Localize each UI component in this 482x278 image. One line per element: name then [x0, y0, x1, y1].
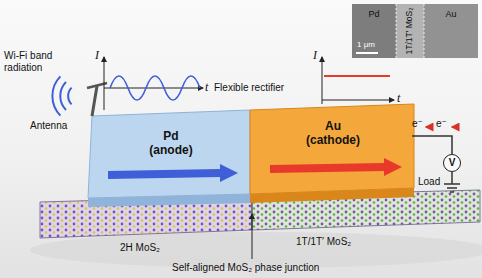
scale-label: 1 μm	[357, 40, 375, 50]
antenna-label: Antenna	[30, 120, 67, 132]
current-arrow	[108, 164, 238, 182]
radio-wave	[52, 76, 60, 115]
sem-region: Au	[424, 4, 478, 58]
plot-axis	[322, 57, 323, 104]
axis-label: I	[95, 48, 99, 62]
plot-axis	[104, 57, 105, 110]
radiation-label: Wi-Fi band radiation	[4, 50, 66, 74]
axis-label: t	[397, 91, 400, 105]
electron-arrow	[426, 126, 432, 128]
radio-wave	[60, 82, 66, 110]
pointer-arrow	[252, 214, 253, 259]
cathode-electrode: Au (cathode)	[254, 110, 412, 186]
sem-au-panel	[424, 4, 478, 58]
sem-pd-panel	[352, 4, 396, 58]
plot-axis	[104, 88, 203, 89]
electron-arrow	[452, 126, 458, 128]
layer-label: 2H MoS₂	[120, 242, 160, 254]
antenna-mast	[92, 86, 97, 116]
node-label: Pd	[368, 9, 379, 19]
node-label: V	[449, 158, 456, 168]
electron-label: e⁻	[436, 118, 447, 130]
ground-symbol	[450, 191, 454, 193]
region-boundary	[424, 4, 425, 58]
ground-wire	[451, 172, 453, 184]
ac-waveform	[110, 76, 200, 100]
node-label: 1T/1T′ MoS₂	[405, 8, 415, 55]
load-meter: V	[443, 154, 461, 172]
axis-label: I	[313, 48, 317, 62]
axis-label: t	[205, 80, 208, 94]
node-label: Pd (anode)	[149, 130, 192, 158]
ground-symbol	[444, 183, 460, 185]
sem-mos2-panel	[396, 4, 424, 58]
pd-block-top	[88, 110, 250, 198]
anode-electrode: Pd (anode)	[96, 120, 246, 192]
radio-wave	[68, 88, 71, 105]
region-boundary	[396, 4, 397, 58]
current-arrow	[270, 158, 402, 176]
dc-waveform	[324, 75, 390, 77]
node-label: Au (cathode)	[306, 120, 360, 148]
sem-region: 1T/1T′ MoS₂	[396, 4, 424, 58]
junction-label: Self-aligned MoS₂ phase junction	[172, 262, 319, 274]
au-block-front	[250, 188, 414, 203]
circuit-wire	[412, 136, 452, 154]
layer-label: 1T/1T′ MoS₂	[296, 236, 351, 248]
electron-label: e⁻	[412, 118, 423, 130]
pd-block-front	[88, 194, 250, 207]
rectifier-label: Flexible rectifier	[214, 82, 284, 94]
sem-region: Pd	[352, 4, 396, 58]
plot-axis	[322, 100, 394, 101]
node-label: Au	[445, 9, 456, 19]
ground-symbol	[447, 187, 457, 189]
au-block-top	[250, 104, 414, 194]
scale-bar	[356, 52, 378, 54]
load-label: Load	[418, 176, 440, 188]
